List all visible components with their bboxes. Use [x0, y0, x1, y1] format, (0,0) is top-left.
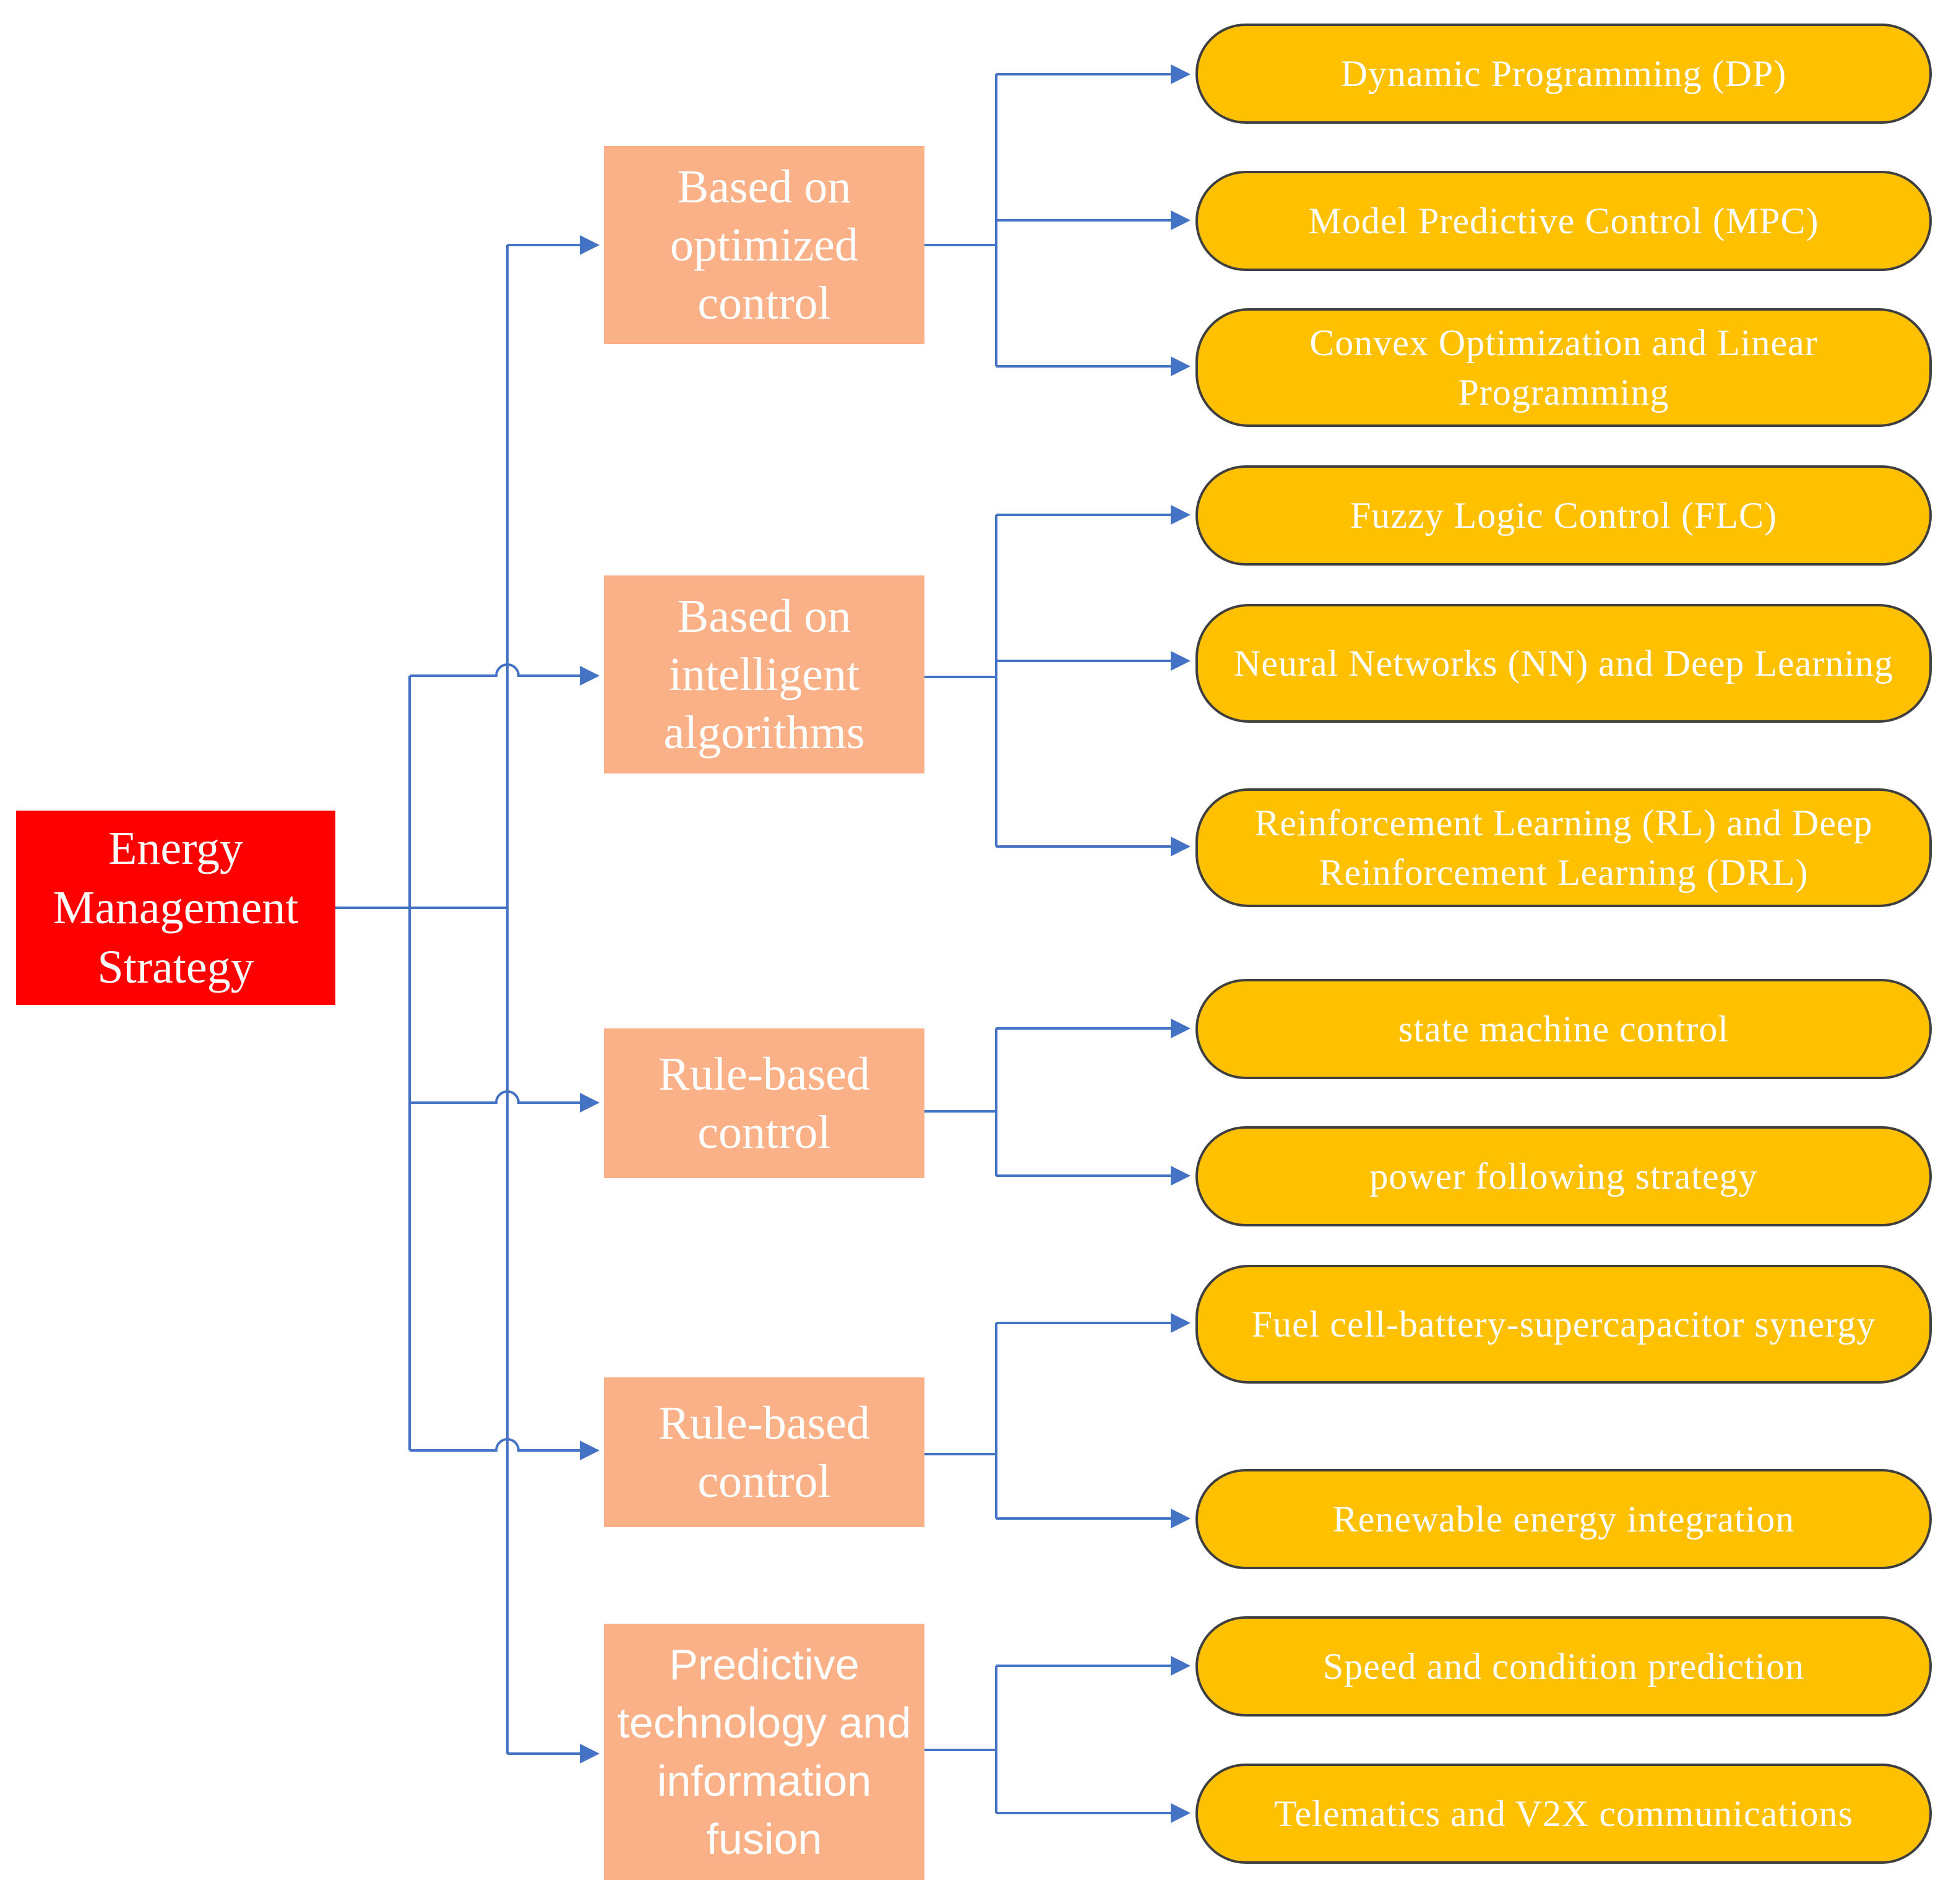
method-label: Renewable energy integration	[1332, 1499, 1795, 1540]
method-label: Speed and condition prediction	[1322, 1646, 1805, 1687]
method-label: Convex Optimization and Linear Programmi…	[1309, 322, 1818, 413]
method-label: Neural Networks (NN) and Deep Learning	[1234, 643, 1893, 684]
method-label: Reinforcement Learning (RL) and Deep Rei…	[1254, 803, 1873, 893]
method-label: Dynamic Programming (DP)	[1340, 53, 1787, 94]
category-label: Based on optimized control	[670, 161, 858, 329]
method-label: Telematics and V2X communications	[1274, 1793, 1853, 1834]
method-power-following-strategy: power following strategy	[1195, 1126, 1932, 1226]
method-speed-condition-prediction: Speed and condition prediction	[1195, 1616, 1932, 1717]
category-node-intelligent-algorithms: Based on intelligent algorithms	[604, 575, 924, 773]
connector-to-category-4	[410, 1438, 600, 1460]
method-fuzzy-logic-control: Fuzzy Logic Control (FLC)	[1195, 465, 1932, 566]
root-node: Energy Management Strategy	[16, 811, 335, 1005]
method-renewable-energy-integration: Renewable energy integration	[1195, 1469, 1932, 1569]
method-label: state machine control	[1398, 1009, 1729, 1049]
connector-to-category-3	[410, 1090, 600, 1113]
category-node-optimized-control: Based on optimized control	[604, 146, 924, 344]
category-label: Rule-based control	[658, 1397, 870, 1507]
method-label: Fuel cell-battery-supercapacitor synergy	[1251, 1304, 1876, 1345]
method-dynamic-programming: Dynamic Programming (DP)	[1195, 24, 1932, 124]
category-label: Rule-based control	[658, 1048, 870, 1158]
method-convex-optimization: Convex Optimization and Linear Programmi…	[1195, 308, 1932, 427]
method-label: Model Predictive Control (MPC)	[1308, 200, 1819, 241]
root-label: Energy Management Strategy	[53, 822, 299, 993]
method-model-predictive-control: Model Predictive Control (MPC)	[1195, 171, 1932, 271]
method-neural-networks: Neural Networks (NN) and Deep Learning	[1195, 604, 1932, 723]
method-telematics-v2x: Telematics and V2X communications	[1195, 1764, 1932, 1864]
method-state-machine-control: state machine control	[1195, 979, 1932, 1079]
method-label: power following strategy	[1369, 1156, 1758, 1197]
connector-to-category-2	[410, 663, 600, 686]
category-label: Predictive technology and information fu…	[617, 1640, 911, 1863]
method-reinforcement-learning: Reinforcement Learning (RL) and Deep Rei…	[1195, 788, 1932, 907]
category-label: Based on intelligent algorithms	[663, 590, 865, 759]
category-node-rule-based-control-2: Rule-based control	[604, 1377, 924, 1527]
category-node-predictive-technology: Predictive technology and information fu…	[604, 1624, 924, 1880]
method-fuel-cell-synergy: Fuel cell-battery-supercapacitor synergy	[1195, 1265, 1932, 1384]
category-node-rule-based-control: Rule-based control	[604, 1028, 924, 1178]
method-label: Fuzzy Logic Control (FLC)	[1350, 495, 1777, 536]
